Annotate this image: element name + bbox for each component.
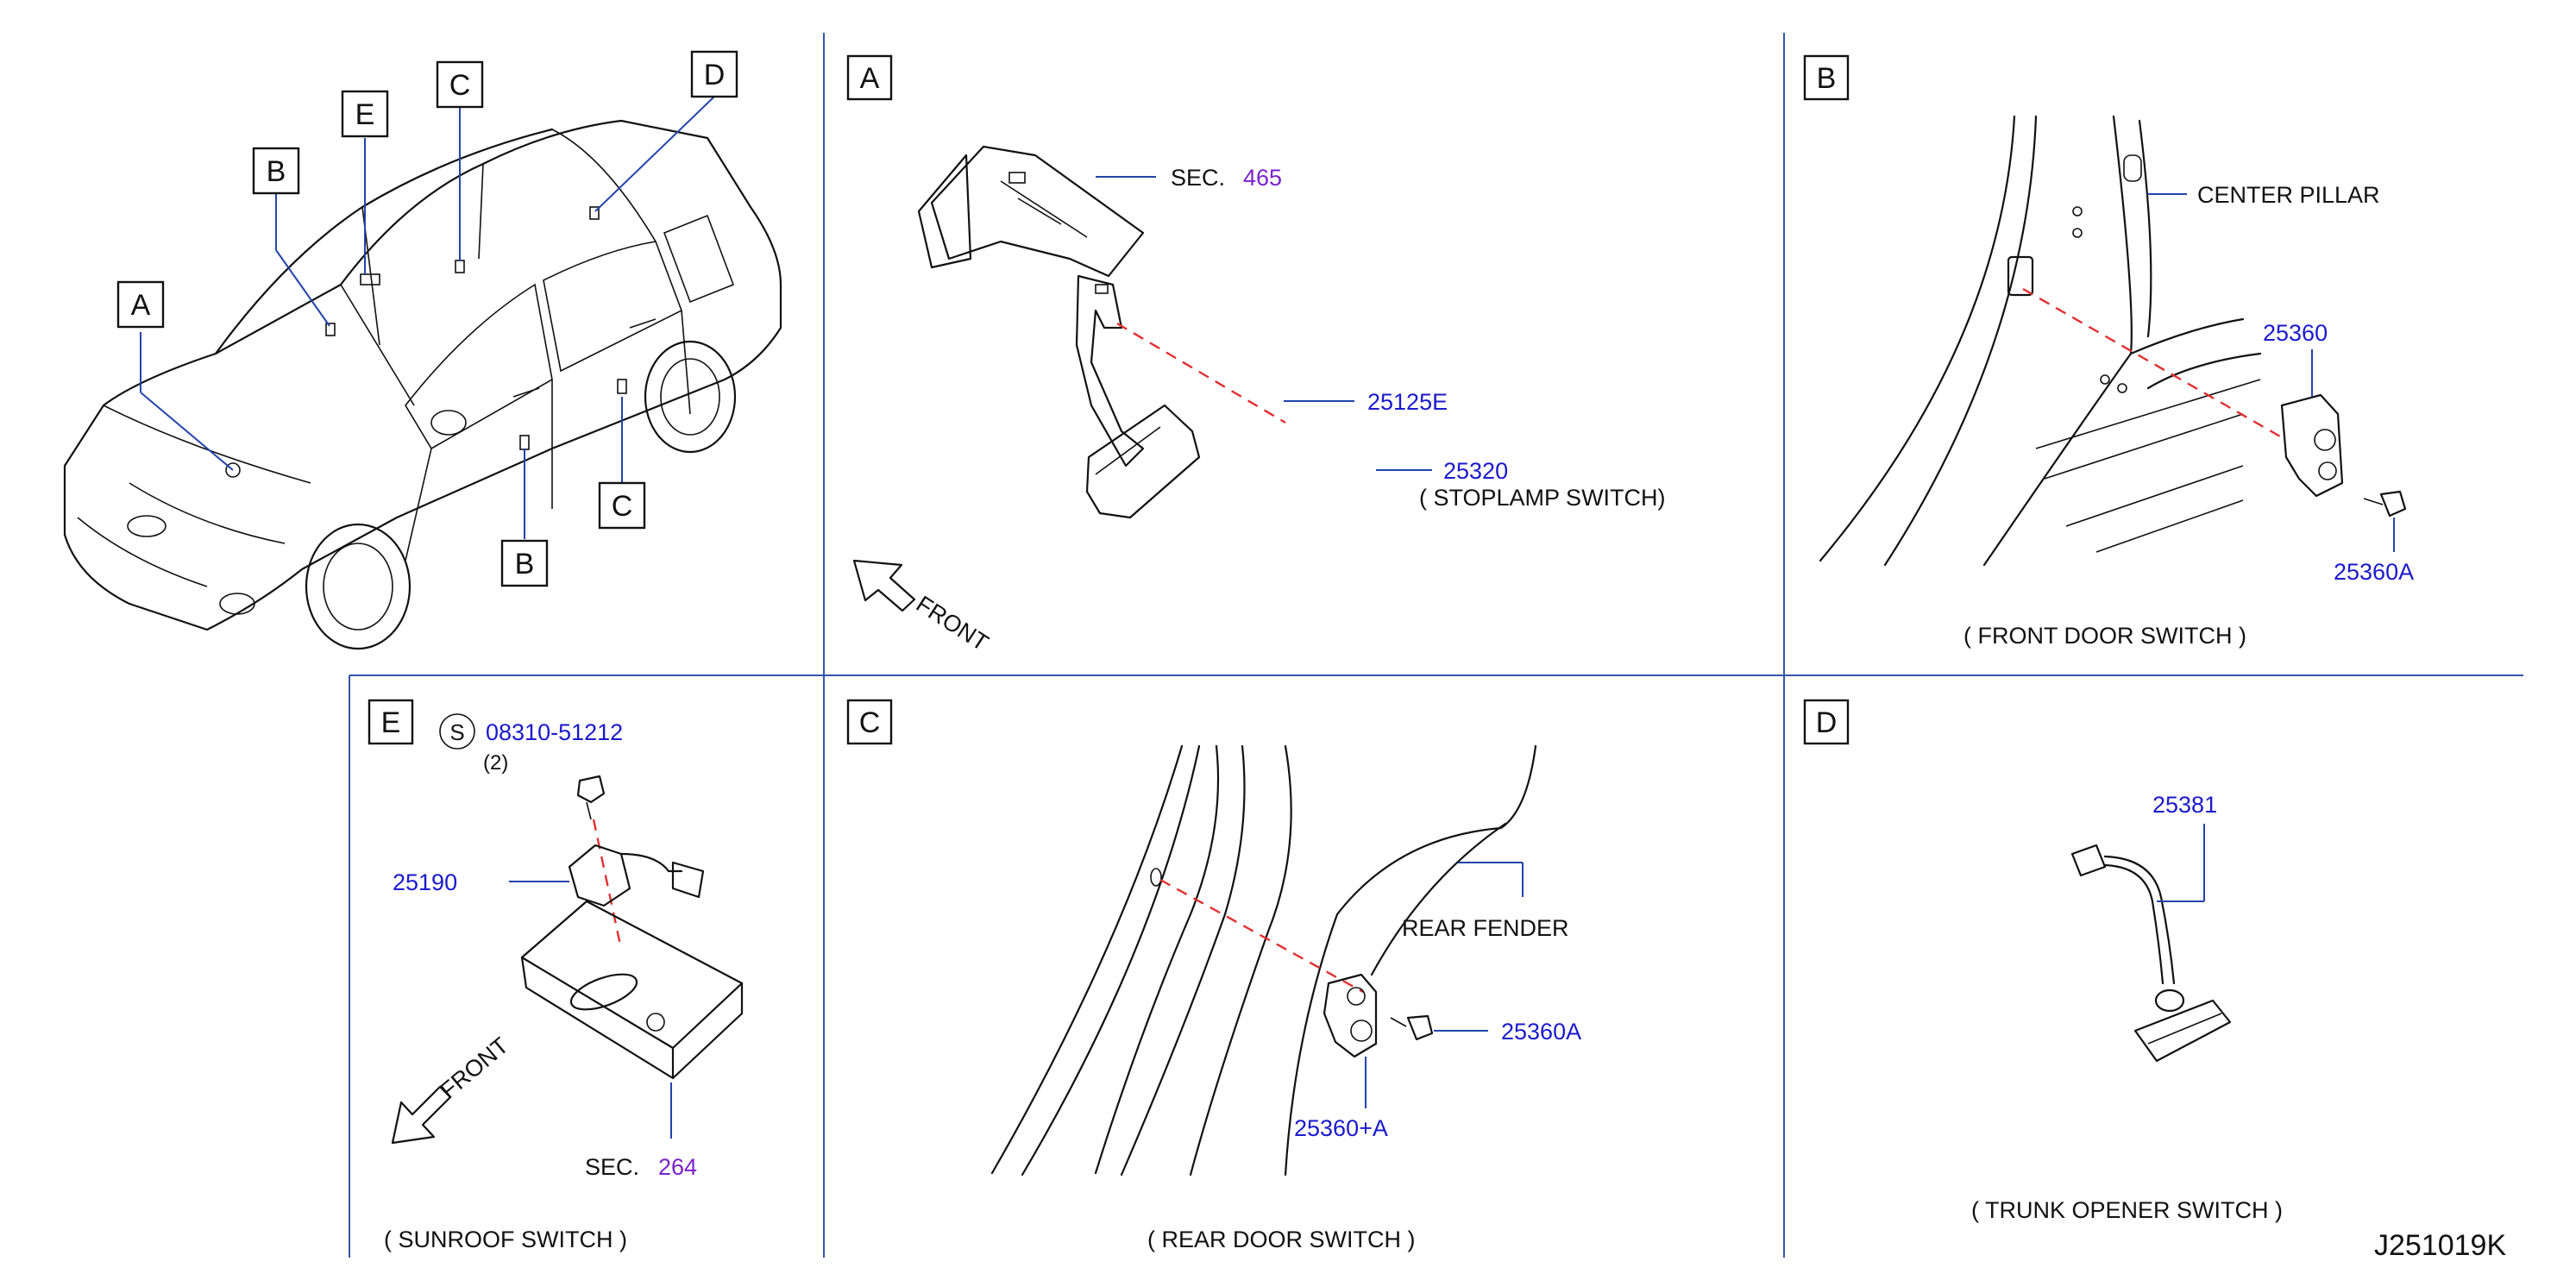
brake-pedal-assembly [917,145,1201,519]
panel-a-letter: A [860,62,880,95]
part-25190: 25190 [393,869,457,895]
caption-trunk-opener-switch: ( TRUNK OPENER SWITCH ) [1971,1197,2283,1223]
panel-b-letter: B [1817,62,1837,95]
panel-dividers [349,33,2523,1258]
sec-prefix: SEC. [585,1154,639,1180]
panel-a-label-box [846,54,893,101]
caption-rear-door-switch: ( REAR DOOR SWITCH ) [1147,1227,1416,1252]
panel-c: C REAR FENDER 25360A 25360+A [846,699,1581,1252]
qty: (2) [483,751,508,775]
front-arrow-icon [391,1085,452,1145]
overview-callout-a: A [116,280,165,329]
overview-callout-c-bottom: C [598,481,646,530]
callout-label: D [704,59,726,91]
part-25381: 25381 [2152,792,2217,818]
label-rear-fender: REAR FENDER [1402,915,1569,941]
front-label: FRONT [436,1032,514,1104]
front-arrow-icon [852,559,916,612]
panel-e: E S 08310-51212 (2) 25190 FRONT [368,699,744,1252]
console-housing [520,900,744,1080]
panel-c-letter: C [859,706,881,739]
panel-d-letter: D [1816,706,1838,739]
center-pillar-drawing [1819,115,2262,567]
callout-label: C [612,490,633,523]
door-switch-25360 [2280,393,2344,498]
front-label: FRONT [912,591,993,656]
panel-a: A SEC. 465 25125E 25320 ( STOPLAMP SWITC… [846,54,1666,656]
sec-465: 465 [1243,165,1282,191]
panel-e-letter: E [381,706,401,739]
sec-264: 264 [658,1154,697,1180]
caption-stoplamp-switch: ( STOPLAMP SWITCH) [1419,485,1666,511]
part-25125e: 25125E [1367,389,1448,415]
callout-label: A [131,289,151,322]
screw-icon [576,775,606,820]
callout-label: B [515,548,535,580]
door-switch-25360 [1323,973,1378,1058]
part-08310-51212: 08310-51212 [486,719,623,745]
overview-callout-b: B [252,147,300,195]
part-25360a: 25360A [2334,559,2414,585]
bolt-25360a [2363,490,2407,518]
overview-callout-b-bottom: B [500,539,549,587]
part-25360-plus-a: 25360+A [1294,1115,1388,1141]
sec-prefix: SEC. [1171,165,1225,191]
sunroof-switch-25190 [568,844,705,907]
s-symbol-icon [439,713,475,750]
bolt-25360a [1390,1014,1434,1041]
caption-front-door-switch: ( FRONT DOOR SWITCH ) [1963,623,2246,649]
part-25360: 25360 [2263,320,2328,346]
part-25320: 25320 [1443,458,1508,484]
trunk-opener-switch-25381 [2070,844,2232,1063]
panel-b: B CEN [1803,54,2414,649]
car-overview [63,119,782,650]
callout-label: E [355,98,375,131]
s-symbol: S [449,719,464,745]
label-center-pillar: CENTER PILLAR [2197,182,2380,208]
callout-label: B [267,155,286,188]
panel-d: D 25381 ( TRUNK OPENER SWITCH ) [1803,699,2283,1223]
diagram-id: J251019K [2374,1229,2506,1262]
rear-fender-drawing [990,744,1537,1176]
caption-sunroof-switch: ( SUNROOF SWITCH ) [384,1227,627,1252]
overview-leaders [140,96,715,539]
part-25360a: 25360A [1501,1019,1581,1045]
overview-callout-d: D [690,50,738,98]
overview-callout-e: E [341,90,389,138]
callout-label: C [449,69,471,102]
overview-callout-c-top: C [436,60,484,109]
